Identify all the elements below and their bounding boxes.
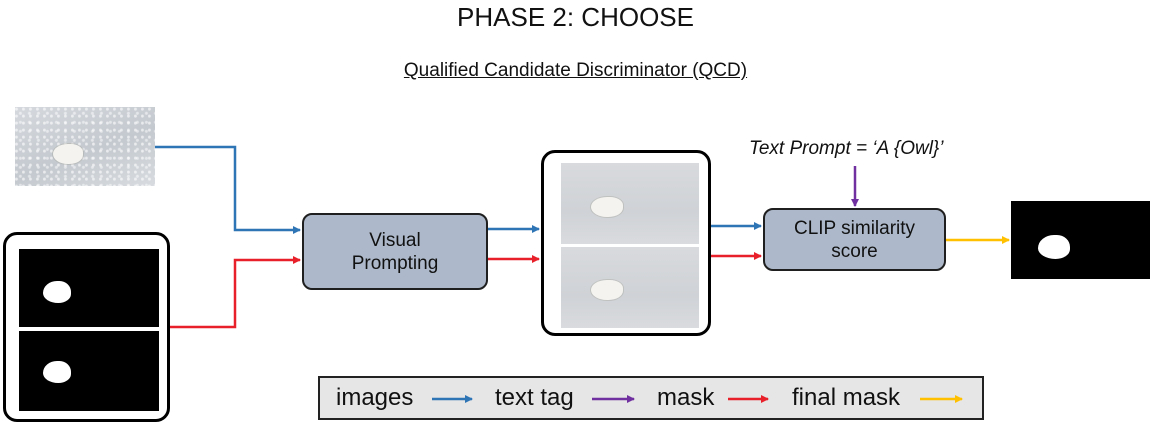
candidate-mask-2 xyxy=(19,331,159,411)
diagram-title: PHASE 2: CHOOSE xyxy=(457,2,694,32)
legend-mask-label: mask xyxy=(657,384,715,411)
text-prompt-label: Text Prompt = ‘A {Owl}’ xyxy=(749,138,944,159)
clip-line2: score xyxy=(831,240,878,262)
owl-figure xyxy=(53,144,83,164)
visual-prompting-line2: Prompting xyxy=(351,252,439,274)
image-to-vp-arrow xyxy=(155,145,301,234)
input-image xyxy=(15,107,155,186)
final-mask-output xyxy=(1011,201,1150,279)
diagram-subtitle: Qualified Candidate Discriminator (QCD) xyxy=(403,60,748,81)
candidate-mask-1 xyxy=(19,249,159,327)
candidate-masks-group xyxy=(3,232,170,422)
visual-prompting-line1: Visual xyxy=(369,229,421,251)
legend-images-label: images xyxy=(336,384,414,411)
legend-final-mask-label: final mask xyxy=(792,384,901,411)
visual-prompting-box: Visual Prompting xyxy=(302,213,488,290)
prompted-image-1 xyxy=(561,163,699,244)
legend-text-tag-label: text tag xyxy=(495,384,574,411)
masks-to-vp-arrow xyxy=(170,256,301,329)
clip-similarity-box: CLIP similarity score xyxy=(763,208,946,271)
legend: images text tag mask final mask xyxy=(318,376,984,420)
clip-line1: CLIP similarity xyxy=(793,217,916,239)
prompted-image-2 xyxy=(561,247,699,328)
prompted-images-group xyxy=(541,150,711,336)
